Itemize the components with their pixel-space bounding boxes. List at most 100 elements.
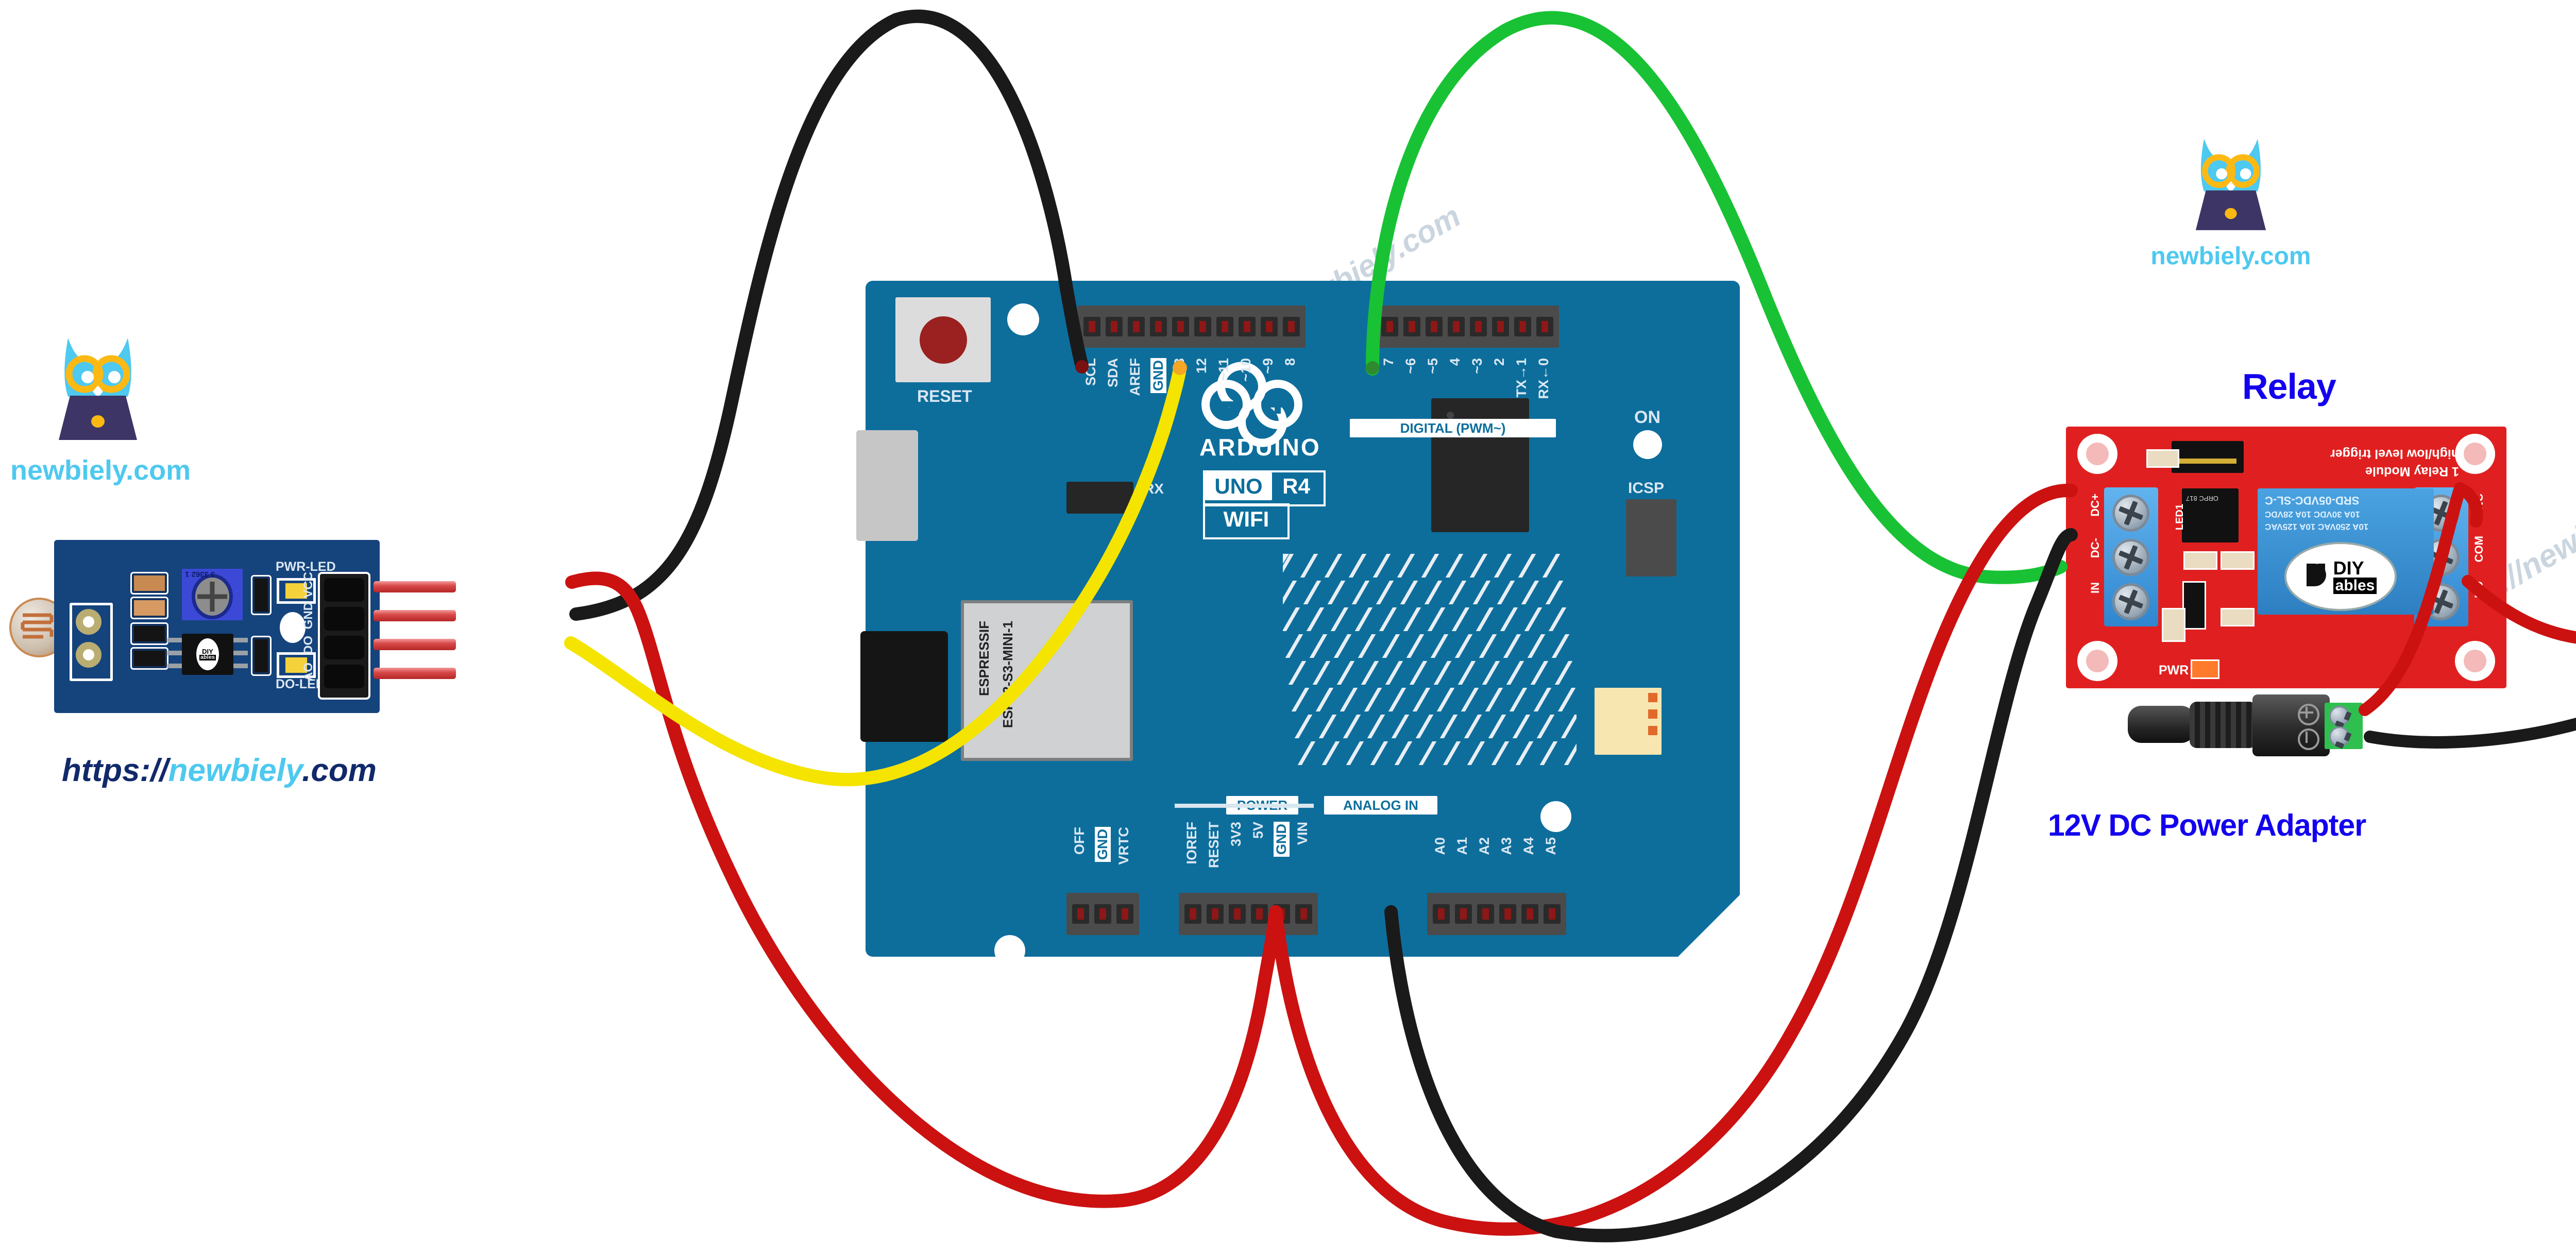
header-pin-scl[interactable] (1083, 317, 1100, 336)
newbiely-logo-right: newbiely.com (2143, 131, 2318, 269)
opto-label: ORPC 817 (2186, 495, 2218, 502)
footer-url-prefix: https:// (62, 753, 168, 788)
owl-icon (59, 338, 137, 440)
header-pin-6[interactable] (1403, 317, 1420, 336)
comparator-ic: DIY ables (167, 634, 248, 675)
optocoupler: ORPC 817 (2182, 488, 2239, 542)
header-pin-gnd[interactable] (1094, 904, 1111, 924)
microcontroller-chip (1431, 398, 1529, 532)
sensor-pin-label-ao: AO (301, 663, 315, 681)
pin-label-12: 12 (1194, 358, 1209, 374)
header-pin-8[interactable] (1283, 317, 1300, 336)
header-pin-aref[interactable] (1128, 317, 1145, 336)
pin-label-5: ~5 (1425, 358, 1440, 374)
smd-resistor (130, 572, 168, 595)
sensor-pin-header[interactable] (318, 572, 370, 700)
relay-can-line2: 10A 30VDC 10A 28VDC (2265, 510, 2360, 519)
reset-button[interactable] (895, 297, 991, 382)
sensor-pin-label-do: DO (301, 636, 315, 654)
strain-relief (2190, 702, 2257, 748)
smd-resistor (251, 575, 272, 615)
chip-logo-line1: DIY (202, 648, 213, 655)
pin-label-3v3: 3V3 (1228, 822, 1244, 847)
esp32-module: ESPRESSIF ESP32-S3-MINI-1 (961, 600, 1133, 761)
rtc-header[interactable] (1066, 893, 1139, 935)
do-led (277, 652, 316, 678)
board-wifi-badge: WIFI (1203, 503, 1290, 539)
sensor-pin-vcc[interactable] (374, 581, 456, 592)
header-pin-a3[interactable] (1499, 904, 1516, 924)
chip-logo-line2: ables (199, 654, 216, 660)
header-pin-11[interactable] (1216, 317, 1233, 336)
relay-input-terminal-block[interactable] (2104, 487, 2158, 626)
header-pin-12[interactable] (1194, 317, 1211, 336)
mount-hole (2455, 434, 2495, 474)
terminal-screw-in[interactable] (2112, 583, 2149, 620)
header-pin-a4[interactable] (1521, 904, 1538, 924)
header-pin-2[interactable] (1492, 317, 1509, 336)
header-pin-gnd[interactable] (1273, 904, 1290, 924)
header-pin-a2[interactable] (1477, 904, 1494, 924)
header-pin-3v3[interactable] (1229, 904, 1246, 924)
jumper-header[interactable] (2172, 441, 2244, 473)
header-pin-sda[interactable] (1106, 317, 1123, 336)
sensor-pin-ao[interactable] (374, 668, 456, 679)
newbiely-logo-left: newbiely.com (10, 330, 191, 484)
header-pin-10[interactable] (1239, 317, 1256, 336)
usb-bridge-chip (1066, 482, 1133, 514)
diyables-mark (2306, 564, 2326, 586)
header-pin-a0[interactable] (1433, 904, 1450, 924)
arduino-infinity-logo (1201, 362, 1302, 447)
relay-can-line1: SRD-05VDC-SL-C (2265, 494, 2360, 507)
terminal-screw-dc-plus[interactable] (2112, 495, 2149, 532)
pin-label-rx0: RX←0 (1536, 358, 1551, 399)
header-pin-rx0[interactable] (1536, 317, 1553, 336)
sensor-pin-gnd[interactable] (374, 610, 456, 621)
power-header[interactable] (1179, 893, 1318, 935)
pin-label-a3: A3 (1499, 837, 1514, 855)
relay-label: Relay (2242, 366, 2336, 406)
digital-header-right[interactable] (1376, 306, 1559, 348)
relay-title-line2: high/low level trigger (2330, 447, 2459, 461)
header-pin-5v[interactable] (1251, 904, 1268, 924)
sensor-pin-do[interactable] (374, 639, 456, 650)
pwr-led (2191, 659, 2219, 679)
diy-text: DIY (2333, 557, 2364, 579)
terminal-screw-positive[interactable] (2329, 706, 2350, 726)
header-pin-reset[interactable] (1207, 904, 1224, 924)
header-pin-13[interactable] (1172, 317, 1189, 336)
analog-header[interactable] (1427, 893, 1566, 935)
mount-hole (2077, 641, 2117, 681)
trimmer-potentiometer[interactable]: 3 3362 1 (182, 569, 243, 620)
header-pin-9[interactable] (1261, 317, 1278, 336)
header-pin-gnd[interactable] (1150, 317, 1167, 336)
header-pin-ioref[interactable] (1184, 904, 1201, 924)
digital-header-left[interactable] (1078, 306, 1306, 348)
esp-module-line1: ESPRESSIF (976, 621, 992, 696)
mount-hole (2077, 434, 2117, 474)
header-pin-vrtc[interactable] (1116, 904, 1133, 924)
header-pin-off[interactable] (1072, 904, 1089, 924)
header-pin-a5[interactable] (1544, 904, 1561, 924)
footer-url: https://newbiely.com (62, 752, 377, 789)
logo-text: newbiely.com (2150, 243, 2311, 270)
pin-label-off: OFF (1072, 827, 1087, 855)
connector-pad (1595, 688, 1662, 755)
header-pin-a1[interactable] (1455, 904, 1472, 924)
power-barrel-jack[interactable] (860, 631, 948, 742)
terminal-screw-dc-minus[interactable] (2112, 539, 2149, 576)
power-adapter-label: 12V DC Power Adapter (2048, 808, 2366, 842)
header-pin-3[interactable] (1470, 317, 1487, 336)
terminal-screw-negative[interactable] (2329, 726, 2350, 747)
header-pin-5[interactable] (1426, 317, 1443, 336)
header-pin-vin[interactable] (1295, 904, 1312, 924)
header-pin-4[interactable] (1448, 317, 1465, 336)
pin-label-ioref: IOREF (1184, 822, 1199, 864)
pin-label-a0: A0 (1432, 837, 1448, 855)
pin-label-vrtc: VRTC (1116, 827, 1131, 865)
usb-c-connector[interactable] (856, 430, 918, 541)
smd-resistor (130, 622, 168, 645)
header-pin-7[interactable] (1381, 317, 1398, 336)
screw-terminal-green[interactable] (2325, 703, 2363, 749)
header-pin-tx1[interactable] (1514, 317, 1531, 336)
